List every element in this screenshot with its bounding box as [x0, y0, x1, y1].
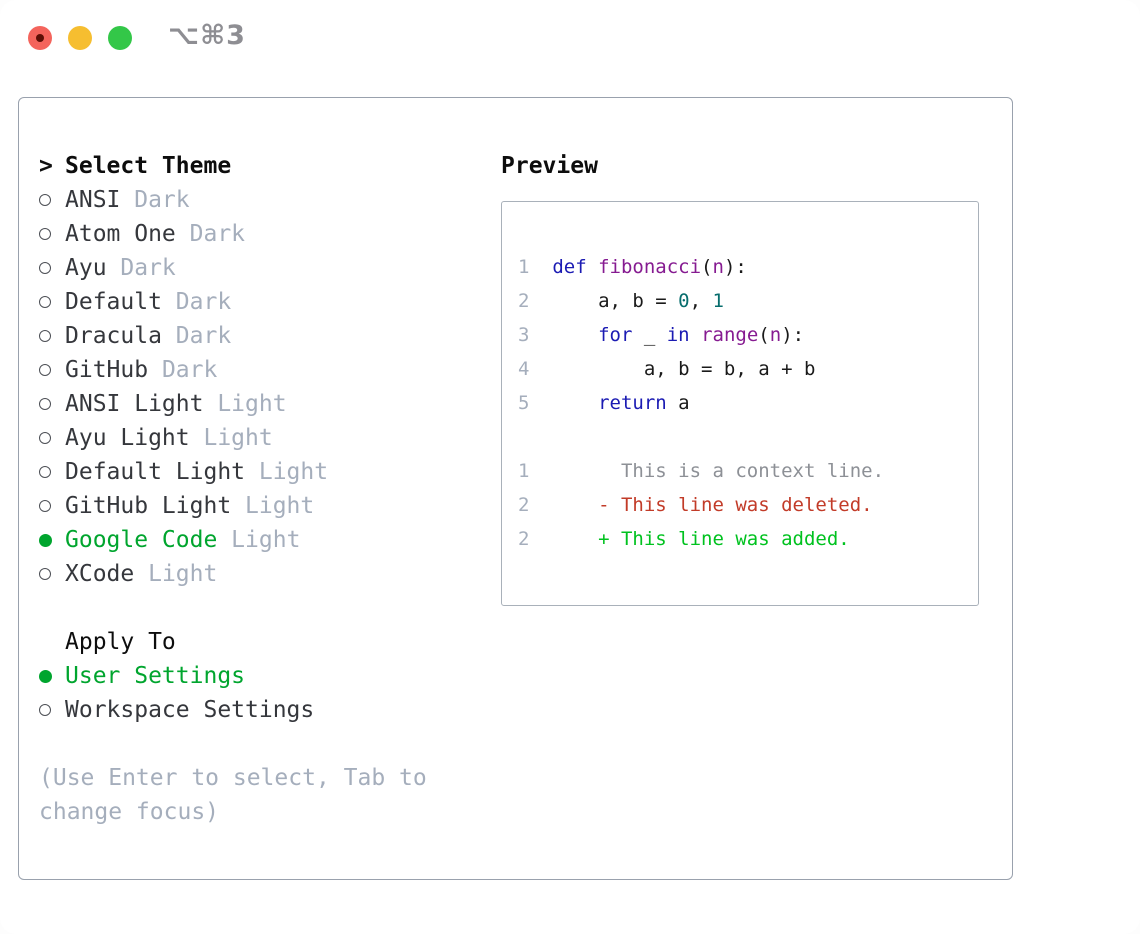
diff-line-deleted: 2 - This line was deleted.	[518, 488, 964, 522]
zoom-button[interactable]	[108, 26, 132, 50]
theme-option-label: ANSI Light	[65, 391, 204, 417]
theme-option[interactable]: XCode Light	[39, 557, 501, 591]
radio-icon	[39, 330, 51, 342]
theme-option-variant: Light	[189, 425, 273, 451]
apply-option-label: Workspace Settings	[65, 697, 315, 723]
line-number: 2	[518, 528, 530, 550]
radio-icon	[39, 262, 51, 274]
theme-option-label: Ayu Light	[65, 425, 190, 451]
theme-option-variant: Dark	[148, 357, 218, 383]
theme-option-label: Google Code	[65, 527, 218, 553]
theme-option[interactable]: GitHub Light Light	[39, 489, 501, 523]
minimize-button[interactable]	[68, 26, 92, 50]
radio-icon	[39, 568, 51, 580]
theme-option-label: GitHub Light	[65, 493, 232, 519]
theme-option-label: GitHub	[65, 357, 149, 383]
line-number: 2	[518, 494, 530, 516]
theme-option-label: Atom One	[65, 221, 176, 247]
help-line: (Use Enter to select, Tab to	[39, 765, 427, 791]
diff-line-added: 2 + This line was added.	[518, 522, 964, 556]
prompt-icon: >	[39, 153, 53, 179]
titlebar: ⌥⌘3	[0, 0, 1140, 76]
diff-text: This is a context line.	[552, 460, 885, 482]
window-title: ⌥⌘3	[168, 20, 246, 51]
theme-option-variant: Light	[245, 459, 329, 485]
diff-sample: 1 This is a context line.2 - This line w…	[518, 454, 964, 556]
select-theme-header-row: > Select Theme	[39, 149, 501, 183]
code-line: 3 for _ in range(n):	[518, 318, 964, 352]
theme-option-variant: Light	[231, 493, 315, 519]
radio-selected-icon	[39, 669, 52, 683]
theme-option-variant: Dark	[161, 289, 232, 315]
line-number: 3	[518, 324, 530, 346]
radio-icon	[39, 398, 51, 410]
radio-icon	[39, 296, 51, 308]
theme-option-variant: Light	[134, 561, 218, 587]
radio-icon	[39, 432, 51, 444]
theme-option[interactable]: ANSI Dark	[39, 183, 501, 217]
theme-option-label: Default Light	[65, 459, 246, 485]
theme-option-label: Dracula	[65, 323, 162, 349]
apply-to-header-row: Apply To	[39, 625, 501, 659]
theme-option-variant: Dark	[120, 187, 190, 213]
theme-option-label: Ayu	[65, 255, 107, 281]
line-number: 2	[518, 290, 530, 312]
code-line: 5 return a	[518, 386, 964, 420]
theme-option[interactable]: Google Code Light	[39, 523, 501, 557]
line-number: 1	[518, 460, 530, 482]
line-number: 1	[518, 256, 530, 278]
radio-selected-icon	[39, 533, 52, 547]
line-number: 4	[518, 358, 530, 380]
radio-icon	[39, 466, 51, 478]
theme-option[interactable]: Default Dark	[39, 285, 501, 319]
theme-option[interactable]: Dracula Dark	[39, 319, 501, 353]
theme-option-label: XCode	[65, 561, 135, 587]
theme-option[interactable]: Ayu Light Light	[39, 421, 501, 455]
spacer	[39, 727, 501, 761]
traffic-lights	[28, 26, 132, 50]
preview-header: Preview	[501, 153, 598, 179]
help-text: (Use Enter to select, Tab to change focus…	[39, 761, 501, 829]
apply-option[interactable]: User Settings	[39, 659, 501, 693]
spacer	[39, 591, 501, 625]
theme-option-label: ANSI	[65, 187, 121, 213]
diff-line-context: 1 This is a context line.	[518, 454, 964, 488]
help-line: change focus)	[39, 799, 220, 825]
radio-icon	[39, 704, 51, 716]
theme-option-variant: Dark	[161, 323, 232, 349]
theme-option[interactable]: GitHub Dark	[39, 353, 501, 387]
theme-option[interactable]: Ayu Dark	[39, 251, 501, 285]
close-button[interactable]	[28, 26, 52, 50]
theme-option-variant: Dark	[175, 221, 246, 247]
theme-option-label: Default	[65, 289, 162, 315]
radio-icon	[39, 364, 51, 376]
theme-option-variant: Light	[217, 527, 301, 553]
apply-to-header: Apply To	[65, 629, 176, 655]
apply-option[interactable]: Workspace Settings	[39, 693, 501, 727]
radio-icon	[39, 500, 51, 512]
theme-option[interactable]: ANSI Light Light	[39, 387, 501, 421]
apply-option-label: User Settings	[65, 663, 246, 689]
radio-icon	[39, 194, 51, 206]
theme-option-variant: Light	[203, 391, 287, 417]
theme-option[interactable]: Default Light Light	[39, 455, 501, 489]
radio-icon	[39, 228, 51, 240]
diff-text: + This line was added.	[552, 528, 850, 550]
diff-text: - This line was deleted.	[552, 494, 873, 516]
blank-line	[518, 420, 964, 454]
select-theme-header: Select Theme	[65, 153, 232, 179]
code-line: 2 a, b = 0, 1	[518, 284, 964, 318]
code-line: 4 a, b = b, a + b	[518, 352, 964, 386]
theme-option[interactable]: Atom One Dark	[39, 217, 501, 251]
line-number: 5	[518, 392, 530, 414]
theme-option-variant: Dark	[106, 255, 176, 281]
